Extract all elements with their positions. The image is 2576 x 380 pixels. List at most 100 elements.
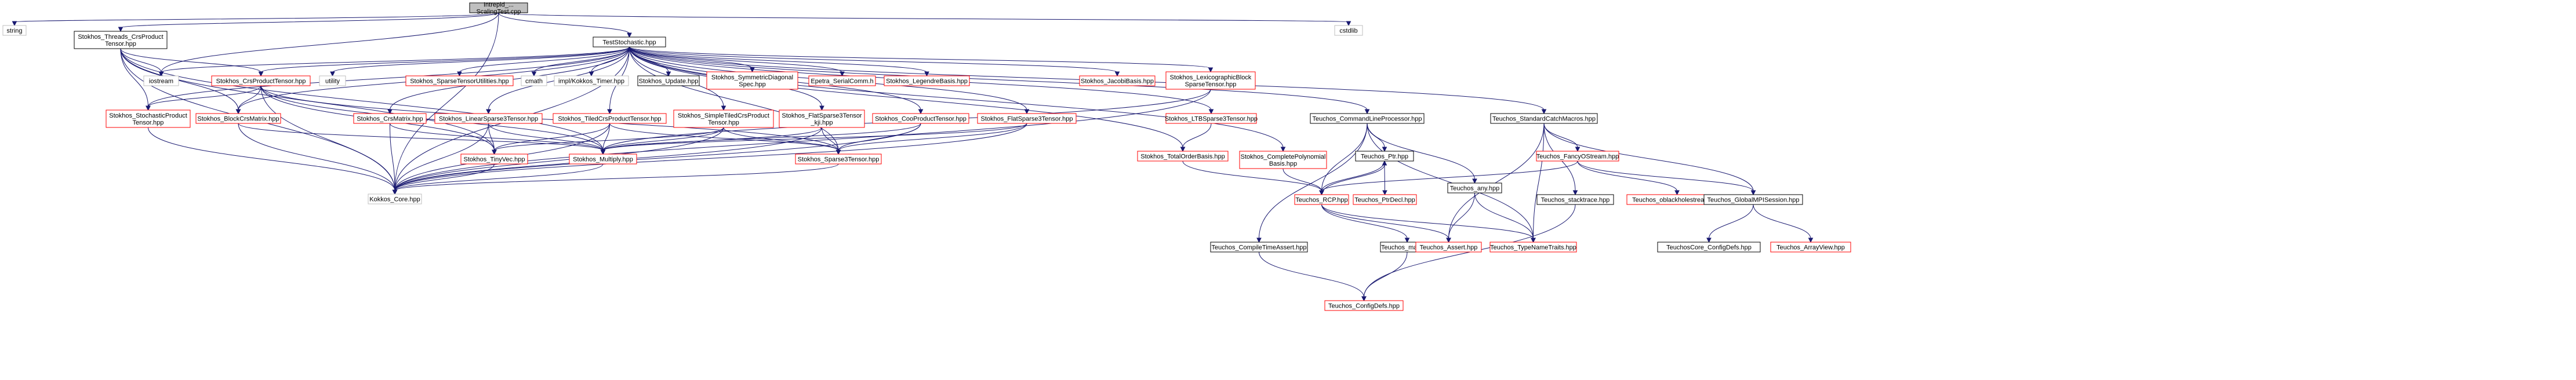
- node-box: [1447, 182, 1502, 193]
- edge-arrowhead: [258, 71, 264, 77]
- edge-threads-stoch_prod: [120, 48, 148, 107]
- node-tinyvec[interactable]: Stokhos_TinyVec.hpp: [460, 154, 528, 165]
- edge-arrowhead: [1531, 237, 1536, 243]
- edge-arrowhead: [1382, 190, 1387, 196]
- node-multiply[interactable]: Stokhos_Multiply.hpp: [569, 154, 637, 165]
- edge-arrowhead: [1280, 147, 1286, 152]
- node-label: Stokhos_SparseTensorUtilities.hpp: [410, 78, 509, 85]
- edge-test_stoch-legendre: [629, 46, 927, 73]
- node-box: [553, 113, 667, 124]
- node-test_stoch[interactable]: TestStochastic.hpp: [593, 36, 666, 48]
- node-config_defs2[interactable]: Teuchos_ConfigDefs.hpp: [1324, 300, 1404, 311]
- node-label: Stokhos_CrsMatrix.hpp: [357, 116, 423, 123]
- node-global_mpi[interactable]: Teuchos_GlobalMPISession.hpp: [1703, 194, 1803, 205]
- node-label: Stokhos_FlatSparse3Tensor: [782, 112, 862, 119]
- node-kokkos_timer[interactable]: impl/Kokkos_Timer.hpp: [554, 75, 629, 86]
- node-box: [1334, 25, 1363, 36]
- node-box: [1294, 194, 1349, 205]
- node-epetra[interactable]: Epetra_SerialComm.h: [808, 75, 876, 86]
- edge-cmd_line-type_name: [1367, 123, 1534, 239]
- edge-arrowhead: [1364, 109, 1370, 115]
- edge-test_stoch-crs_prod: [260, 46, 630, 73]
- node-coo_prod[interactable]: Stokhos_CooProductTensor.hpp: [872, 113, 969, 124]
- edge-arrowhead: [607, 109, 612, 115]
- node-oblackhole[interactable]: Teuchos_oblackholestream.hpp: [1626, 194, 1728, 205]
- node-tiled_crs[interactable]: Stokhos_TiledCrsProductTensor.hpp: [553, 113, 667, 124]
- node-crs_prod[interactable]: Stokhos_CrsProductTensor.hpp: [211, 75, 311, 86]
- edge-fancy_os-oblackhole: [1577, 160, 1677, 192]
- edge-arrowhead: [1750, 190, 1756, 196]
- edge-arrowhead: [492, 149, 497, 155]
- node-array_view[interactable]: Teuchos_ArrayView.hpp: [1770, 242, 1851, 253]
- node-flat_sparse[interactable]: Stokhos_FlatSparse3Tensor.hpp: [977, 113, 1077, 124]
- node-label: Stokhos_Threads_CrsProduct: [78, 34, 163, 41]
- node-block_crs[interactable]: Stokhos_BlockCrsMatrix.hpp: [195, 113, 281, 124]
- edge-layer: [12, 12, 1814, 302]
- node-ltb[interactable]: Stokhos_LTBSparse3Tensor.hpp: [1165, 113, 1258, 124]
- node-legendre[interactable]: Stokhos_LegendreBasis.hpp: [884, 75, 970, 86]
- node-box: [884, 75, 970, 86]
- edge-arrowhead: [721, 105, 726, 111]
- edge-test_stoch-sym_diag: [629, 46, 753, 69]
- edge-coo_prod-multiply: [602, 123, 921, 151]
- edge-arrowhead: [1541, 109, 1547, 115]
- node-label: Stokhos_BlockCrsMatrix.hpp: [197, 116, 279, 123]
- edge-linear_sparse-multiply: [488, 123, 604, 151]
- node-compile_assert[interactable]: Teuchos_CompileTimeAssert.hpp: [1210, 242, 1308, 253]
- node-cstdlib[interactable]: cstdlib: [1334, 25, 1363, 36]
- node-crs_matrix[interactable]: Stokhos_CrsMatrix.hpp: [353, 113, 427, 124]
- node-label: Stokhos_CompletePolynomial: [1241, 154, 1326, 160]
- edge-arrowhead: [158, 71, 164, 77]
- node-label: Stokhos_SymmetricDiagonal: [711, 74, 793, 81]
- edge-total_order-rcp: [1182, 160, 1322, 192]
- node-std_catch[interactable]: Teuchos_StandardCatchMacros.hpp: [1490, 113, 1598, 124]
- node-linear_sparse[interactable]: Stokhos_LinearSparse3Tensor.hpp: [434, 113, 543, 124]
- node-box: [673, 109, 774, 128]
- node-label: string: [7, 28, 23, 35]
- node-label: Kokkos_Core.hpp: [369, 196, 420, 203]
- node-stacktrace[interactable]: Teuchos_stacktrace.hpp: [1536, 194, 1614, 205]
- node-total_order[interactable]: Stokhos_TotalOrderBasis.hpp: [1137, 151, 1229, 162]
- edge-multiply-kokkos_core: [394, 163, 604, 191]
- node-jacobi[interactable]: Stokhos_JacobiBasis.hpp: [1079, 75, 1156, 86]
- node-lexico[interactable]: Stokhos_LexicographicBlockSparseTensor.h…: [1165, 71, 1256, 90]
- node-label: Stokhos_TinyVec.hpp: [464, 156, 525, 163]
- node-cmd_line[interactable]: Teuchos_CommandLineProcessor.hpp: [1310, 113, 1425, 124]
- node-fancy_os[interactable]: Teuchos_FancyOStream.hpp: [1536, 151, 1619, 162]
- node-kokkos_core[interactable]: Kokkos_Core.hpp: [368, 193, 422, 204]
- node-ptr_decl[interactable]: Teuchos_PtrDecl.hpp: [1353, 194, 1417, 205]
- node-box: [1490, 113, 1598, 124]
- edge-ptr-rcp: [1321, 160, 1385, 192]
- node-box: [779, 109, 865, 128]
- node-rcp[interactable]: Teuchos_RCP.hpp: [1294, 194, 1349, 205]
- edge-arrowhead: [1404, 237, 1410, 243]
- node-update[interactable]: Stokhos_Update.hpp: [637, 75, 700, 86]
- node-sparse3[interactable]: Stokhos_Sparse3Tensor.hpp: [795, 154, 882, 165]
- node-label: Teuchos_StandardCatchMacros.hpp: [1492, 116, 1596, 123]
- node-box: [554, 75, 629, 86]
- node-label: impl/Kokkos_Timer.hpp: [558, 78, 624, 85]
- node-type_name[interactable]: Teuchos_TypeNameTraits.hpp: [1489, 242, 1577, 253]
- node-string[interactable]: string: [2, 25, 27, 36]
- node-flat_kji[interactable]: Stokhos_FlatSparse3Tensor_kji.hpp: [779, 109, 865, 128]
- edge-root-iostream: [161, 12, 499, 73]
- node-root[interactable]: Intrepid_...ScalingTest.cpp: [469, 2, 528, 16]
- node-iostream[interactable]: iostream: [143, 75, 179, 86]
- edge-global_mpi-config_defs: [1709, 204, 1754, 239]
- node-box: [1770, 242, 1851, 253]
- node-any[interactable]: Teuchos_any.hpp: [1447, 182, 1502, 193]
- node-sparse_util[interactable]: Stokhos_SparseTensorUtilities.hpp: [405, 75, 514, 86]
- node-utility[interactable]: utility: [319, 75, 346, 86]
- edge-compile_assert-config_defs2: [1259, 251, 1364, 298]
- node-threads[interactable]: Stokhos_Threads_CrsProductTensor.hpp: [74, 31, 168, 49]
- node-cmath[interactable]: cmath: [521, 75, 547, 86]
- edge-rcp-ptr: [1321, 164, 1385, 195]
- node-assert[interactable]: Teuchos_Assert.hpp: [1415, 242, 1482, 253]
- node-ptr[interactable]: Teuchos_Ptr.hpp: [1355, 151, 1414, 162]
- node-config_defs[interactable]: TeuchosCore_ConfigDefs.hpp: [1657, 242, 1761, 253]
- edge-any-type_name: [1474, 192, 1534, 239]
